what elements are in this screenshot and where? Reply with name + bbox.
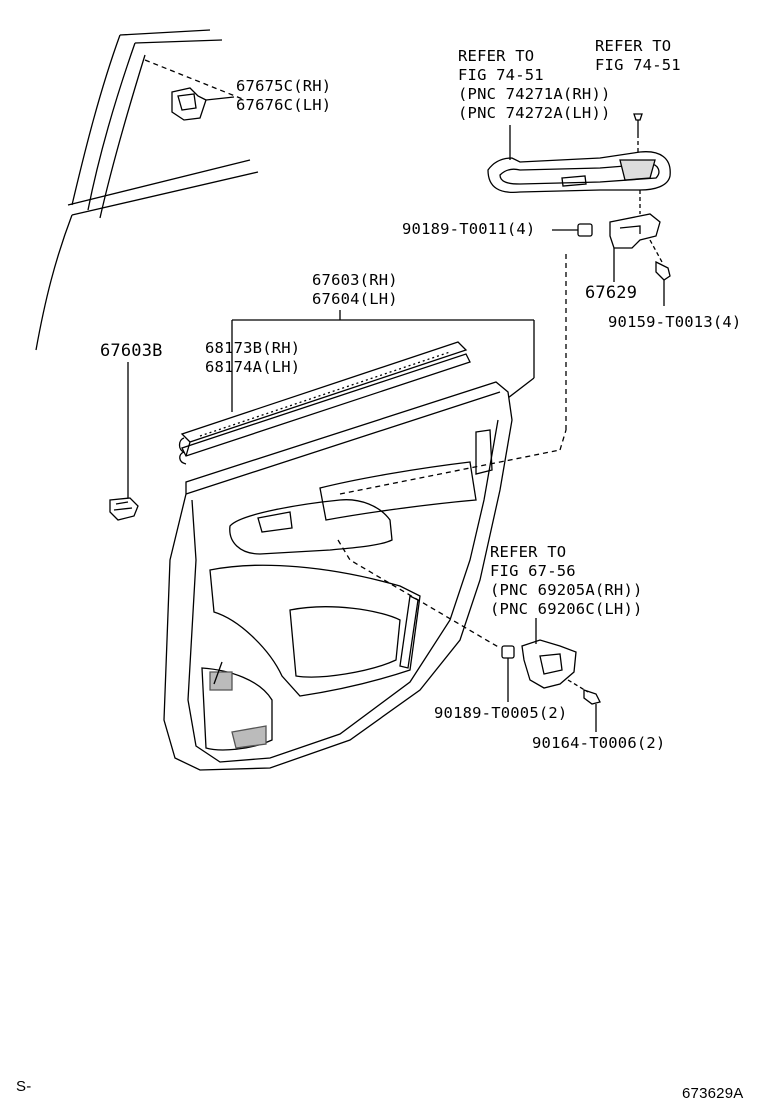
screw-bracket-part — [656, 262, 670, 280]
armrest-panel-part — [488, 152, 670, 193]
label-bracket: 67629 — [585, 283, 638, 303]
board-leader-frame — [232, 310, 534, 412]
label-refer-b-line1: REFER TO — [595, 37, 672, 55]
door-trim-board-part — [164, 250, 566, 770]
label-board-rh: 67603(RH) — [312, 271, 398, 289]
dash-handle-screw — [568, 680, 588, 692]
label-grip-cap-lh: 67676C(LH) — [236, 96, 332, 114]
footer-illustration-number: 673629A — [682, 1085, 744, 1102]
label-refer-c-line2: FIG 67-56 — [490, 562, 576, 580]
label-refer-a-pnc-rh: (PNC 74271A(RH)) — [458, 85, 611, 103]
handle-nut-part — [502, 646, 514, 658]
leader-grip-cap — [206, 97, 234, 100]
clip-part — [110, 498, 138, 520]
handle-screw-part — [584, 690, 600, 704]
label-refer-c-line1: REFER TO — [490, 543, 567, 561]
label-refer-a-line1: REFER TO — [458, 47, 535, 65]
label-refer-c-pnc-lh: (PNC 69206C(LH)) — [490, 600, 643, 618]
dash-bracket-screw — [650, 240, 662, 262]
label-grip-cap-rh: 67675C(RH) — [236, 77, 332, 95]
label-refer-b-line2: FIG 74-51 — [595, 56, 681, 74]
footer-left-code: S- — [16, 1078, 32, 1095]
inside-handle-part — [522, 640, 576, 688]
label-nut-clip: 90189-T0011(4) — [402, 220, 536, 238]
label-screw-bracket: 90159-T0013(4) — [608, 313, 742, 331]
label-screw-handle: 90164-T0006(2) — [532, 734, 666, 752]
door-frame-outline — [36, 30, 258, 350]
clip-nut-part — [578, 224, 592, 236]
weatherstrip-part — [180, 342, 471, 464]
label-clip: 67603B — [100, 341, 163, 361]
label-refer-a-line2: FIG 74-51 — [458, 66, 544, 84]
screw-small-part — [634, 114, 642, 134]
label-weatherstrip-lh: 68174A(LH) — [205, 358, 301, 376]
label-board-lh: 67604(LH) — [312, 290, 398, 308]
label-nut-handle: 90189-T0005(2) — [434, 704, 568, 722]
label-weatherstrip-rh: 68173B(RH) — [205, 339, 301, 357]
grip-cap-part — [172, 88, 206, 120]
bracket-part — [610, 214, 660, 248]
label-refer-a-pnc-lh: (PNC 74272A(LH)) — [458, 104, 611, 122]
label-refer-c-pnc-rh: (PNC 69205A(RH)) — [490, 581, 643, 599]
